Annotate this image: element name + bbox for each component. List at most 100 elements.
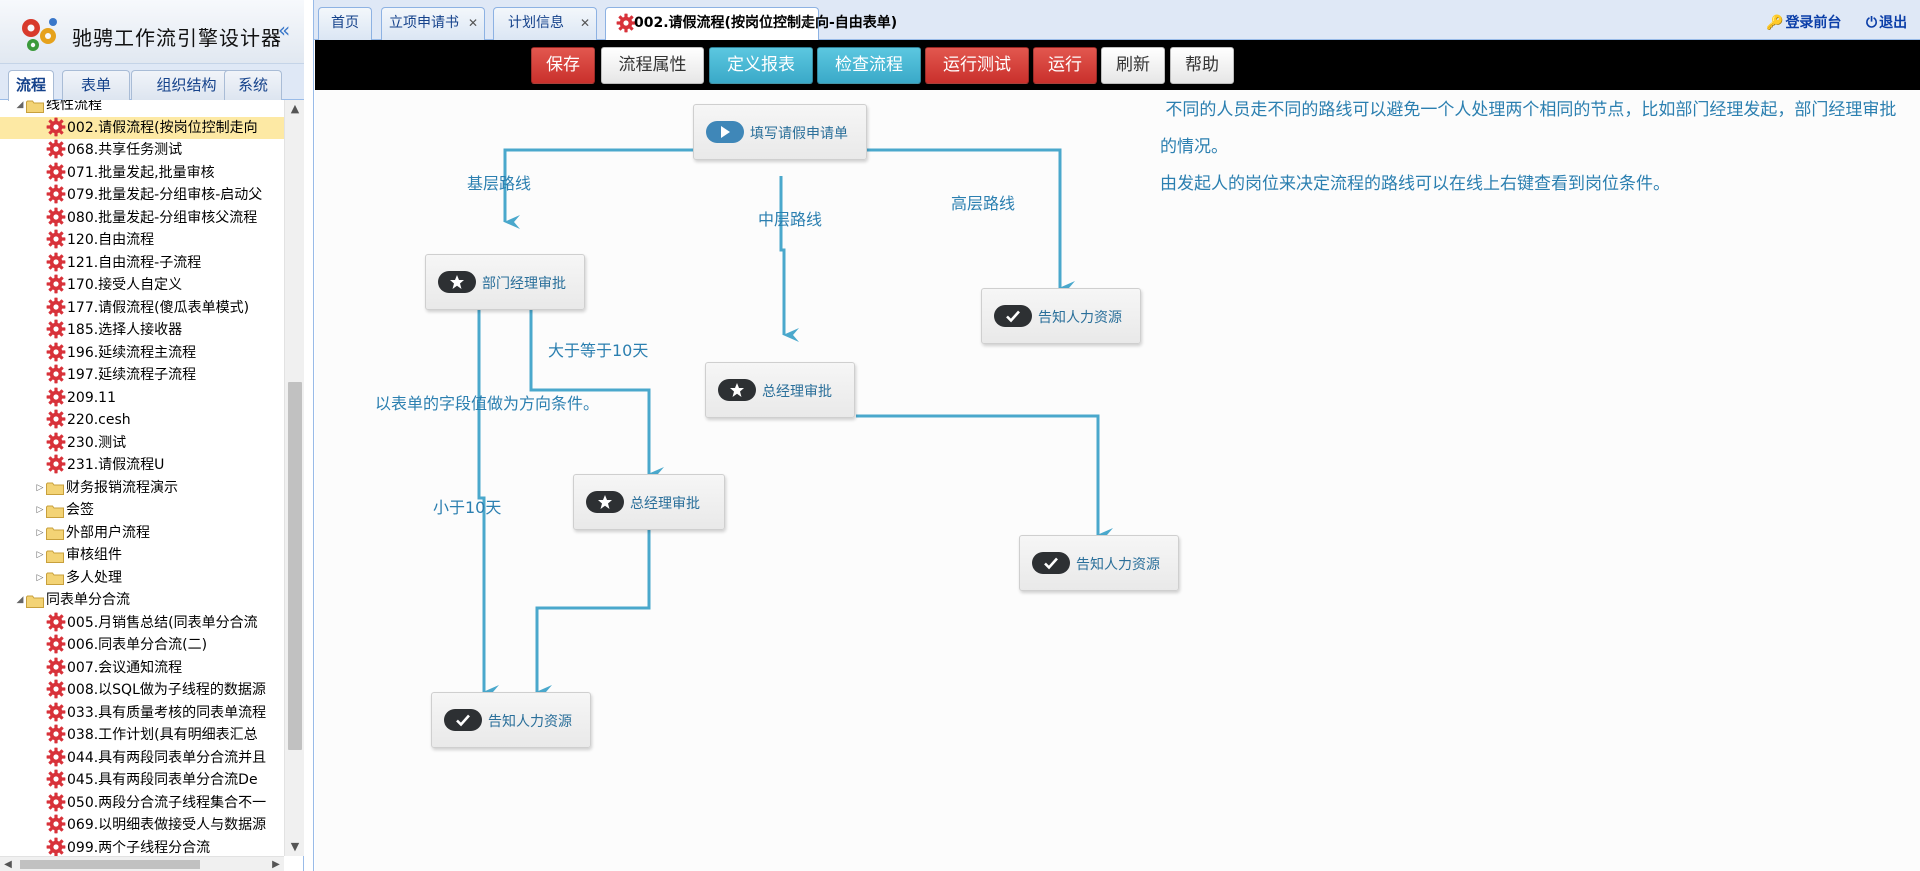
collapsed-triangle-icon[interactable]: ▷ (36, 482, 44, 493)
scroll-left-arrow-icon[interactable]: ◀ (4, 859, 12, 870)
flow-gear-icon (46, 837, 66, 857)
main-tab-2[interactable]: 计划信息 ✕ (493, 7, 597, 40)
toolbar-button-5[interactable]: 运行 (1033, 47, 1097, 84)
tree-flow-item[interactable]: 079.批量发起-分组审核-启动父 (0, 184, 284, 206)
tree-item-label: 209.11 (67, 389, 116, 406)
sidebar-tab-1[interactable]: 表单 (62, 70, 130, 100)
close-tab-icon[interactable]: ✕ (801, 16, 812, 30)
tree-item-label: 120.自由流程 (67, 232, 155, 248)
scroll-thumb[interactable] (288, 382, 302, 750)
scroll-up-arrow-icon[interactable]: ▲ (290, 102, 300, 115)
tree-flow-item[interactable]: 069.以明细表做接受人与数据源 (0, 814, 284, 836)
tree-flow-item[interactable]: 071.批量发起,批量审核 (0, 162, 284, 184)
tree-item-label: 同表单分合流 (46, 592, 130, 608)
login-frontend-link[interactable]: 🔑登录前台 (1766, 12, 1841, 32)
tree-folder[interactable]: ▷审核组件 (0, 544, 284, 566)
toolbar-button-6[interactable]: 刷新 (1101, 47, 1165, 84)
tree-flow-item[interactable]: 170.接受人自定义 (0, 274, 284, 296)
flow-canvas[interactable]: 填写请假申请单部门经理审批总经理审批总经理审批告知人力资源告知人力资源告知人力资… (315, 90, 1920, 871)
tree-item-label: 080.批量发起-分组审核父流程 (67, 209, 258, 226)
star-icon (718, 379, 756, 401)
tree-item-label: 002.请假流程(按岗位控制走向 (67, 119, 258, 136)
collapsed-triangle-icon[interactable]: ▷ (36, 572, 44, 583)
scroll-thumb[interactable] (20, 860, 200, 869)
main-tab-label: 计划信息 (508, 15, 564, 31)
tree-item-label: 外部用户流程 (66, 524, 150, 541)
flow-node-dept[interactable]: 部门经理审批 (425, 254, 585, 310)
flow-gear-icon (46, 252, 66, 272)
flow-gear-icon (46, 769, 66, 789)
flow-node-start[interactable]: 填写请假申请单 (693, 104, 867, 160)
tree-flow-item[interactable]: 068.共享任务测试 (0, 139, 284, 161)
tree-flow-item[interactable]: 185.选择人接收器 (0, 319, 284, 341)
tree-folder[interactable]: ▷ 外部用户流程 (0, 522, 284, 544)
tree-flow-item[interactable]: 044.具有两段同表单分合流并且 (0, 747, 284, 769)
tree-flow-item[interactable]: 231.请假流程U (0, 454, 284, 476)
tree-folder[interactable]: ▷ 多人处理 (0, 567, 284, 589)
tree-flow-item[interactable]: 220.cesh (0, 409, 284, 431)
tree-folder[interactable]: ◢线性流程 (0, 100, 284, 116)
scroll-down-arrow-icon[interactable]: ▼ (290, 840, 300, 853)
collapsed-triangle-icon[interactable]: ▷ (36, 505, 44, 515)
tree-folder[interactable]: ▷会签 (0, 499, 284, 521)
sidebar-tab-3[interactable]: 系统 (224, 70, 282, 100)
tree-flow-item[interactable]: 177.请假流程(傻瓜表单模式) (0, 297, 284, 319)
tree-flow-item[interactable]: 080.批量发起-分组审核父流程 (0, 207, 284, 229)
main-tab-label: 立项申请书 (389, 15, 459, 31)
sidebar-tab-2[interactable]: 组织结构 (131, 70, 242, 100)
edge-gm1-to-hr2 (856, 414, 1113, 542)
tree-flow-item[interactable]: 033.具有质量考核的同表单流程 (0, 702, 284, 724)
sidebar-tab-0[interactable]: 流程 (8, 70, 54, 101)
tree-flow-item[interactable]: 050.两段分合流子线程集合不一 (0, 792, 284, 814)
tree-flow-item[interactable]: 045.具有两段同表单分合流De (0, 769, 284, 791)
toolbar-button-4[interactable]: 运行测试 (925, 47, 1029, 84)
tree-flow-item[interactable]: 007.会议通知流程 (0, 657, 284, 679)
collapse-sidebar-button[interactable]: « (278, 18, 291, 42)
expanded-triangle-icon[interactable]: ◢ (16, 100, 24, 110)
tree-flow-item[interactable]: 121.自由流程-子流程 (0, 252, 284, 274)
close-tab-icon[interactable]: ✕ (579, 16, 590, 30)
tree-folder[interactable]: ◢ 同表单分合流 (0, 589, 284, 611)
tree-vertical-scrollbar[interactable]: ▲ ▼ (284, 100, 304, 856)
tree-flow-item[interactable]: 230.测试 (0, 432, 284, 454)
tree-flow-item[interactable]: 038.工作计划(具有明细表汇总 (0, 724, 284, 746)
toolbar-button-1[interactable]: 流程属性 (601, 47, 704, 84)
flow-node-gm2[interactable]: 总经理审批 (573, 474, 725, 530)
main-tab-3[interactable]: 002.请假流程(按岗位控制走向-自由表单)✕ (605, 7, 897, 40)
tree-flow-item[interactable]: 002.请假流程(按岗位控制走向 (0, 116, 284, 139)
expanded-triangle-icon[interactable]: ◢ (16, 595, 24, 605)
tree-item-label: 121.自由流程-子流程 (67, 254, 202, 271)
tree-flow-item[interactable]: 120.自由流程 (0, 229, 284, 251)
toolbar-button-0[interactable]: 保存 (531, 47, 595, 84)
app-title: 驰骋工作流引擎设计器 (72, 26, 282, 50)
tree-item-label: 044.具有两段同表单分合流并且 (67, 749, 267, 766)
tree-flow-item[interactable]: 209.11 (0, 387, 284, 409)
flow-node-hr1[interactable]: 告知人力资源 (981, 288, 1141, 344)
flow-gear-icon (46, 319, 66, 339)
tree-flow-item[interactable]: 196.延续流程主流程 (0, 342, 284, 364)
main-tab-0[interactable]: 首页 (318, 7, 372, 40)
exit-link[interactable]: ⏻退出 (1866, 12, 1907, 32)
tree-item-label: 050.两段分合流子线程集合不一 (67, 794, 267, 811)
collapsed-triangle-icon[interactable]: ▷ (36, 527, 44, 538)
flow-gear-icon (46, 387, 66, 407)
main-tab-1[interactable]: 立项申请书 ✕ (381, 7, 485, 40)
flow-node-hr3[interactable]: 告知人力资源 (431, 692, 591, 748)
tree-flow-item[interactable]: 197.延续流程子流程 (0, 364, 284, 386)
tree-item-label: 多人处理 (66, 569, 122, 586)
tree-flow-item[interactable]: 005.月销售总结(同表单分合流 (0, 612, 284, 634)
logo-bar: 驰骋工作流引擎设计器 « (0, 0, 304, 64)
flow-node-hr2[interactable]: 告知人力资源 (1019, 535, 1179, 591)
toolbar-button-2[interactable]: 定义报表 (709, 47, 813, 84)
tree-folder[interactable]: ▷财务报销流程演示 (0, 477, 284, 499)
tree-flow-item[interactable]: 006.同表单分合流(二) (0, 634, 284, 656)
toolbar-button-7[interactable]: 帮助 (1170, 47, 1234, 84)
toolbar-button-3[interactable]: 检查流程 (817, 47, 921, 84)
scroll-right-arrow-icon[interactable]: ▶ (272, 859, 280, 870)
tree-flow-item[interactable]: 099.两个子线程分合流 (0, 837, 284, 857)
close-tab-icon[interactable]: ✕ (467, 16, 478, 30)
collapsed-triangle-icon[interactable]: ▷ (36, 550, 44, 560)
flow-node-gm1[interactable]: 总经理审批 (705, 362, 855, 418)
tree-horizontal-scrollbar[interactable]: ◀ ▶ (0, 856, 284, 871)
tree-flow-item[interactable]: 008.以SQL做为子线程的数据源 (0, 679, 284, 701)
